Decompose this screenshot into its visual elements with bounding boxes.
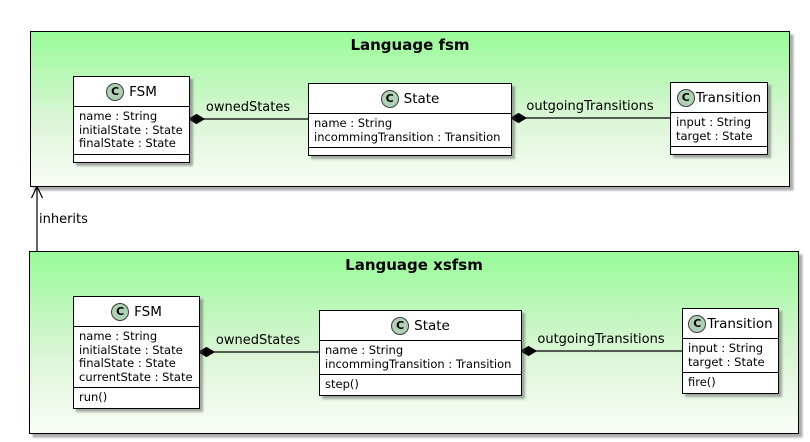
attribute: name : String <box>79 109 158 123</box>
package-title-xsfsm: Language xsfsm <box>345 256 483 274</box>
attribute: initialState : State <box>79 122 183 137</box>
operations-compartment: step() <box>320 374 521 395</box>
attributes-compartment: input : String target : State <box>683 338 778 372</box>
attribute: finalState : State <box>79 136 176 150</box>
class-spot-icon: C <box>391 316 410 335</box>
operations-compartment <box>74 153 189 162</box>
operations-compartment <box>309 147 511 155</box>
class-name: State <box>403 90 440 107</box>
class-state-top: C State name : String incommingTransitio… <box>308 83 512 156</box>
class-name: Transition <box>695 89 762 106</box>
class-name: Transition <box>707 315 773 332</box>
class-header: C State <box>309 84 511 113</box>
attribute: incommingTransition : Transition <box>314 129 501 144</box>
attribute: input : String <box>688 341 764 355</box>
edge-label-ownedstates-bottom: ownedStates <box>215 333 301 348</box>
operations-compartment <box>671 146 767 154</box>
class-state-bottom: C State name : String incommingTransitio… <box>319 310 522 396</box>
class-header: C FSM <box>74 77 189 106</box>
attribute: target : State <box>676 128 753 143</box>
class-spot-icon: C <box>106 82 125 101</box>
class-name: FSM <box>129 83 157 100</box>
class-header: C Transition <box>671 83 767 112</box>
edge-label-inherits: inherits <box>39 212 88 227</box>
attribute: incommingTransition : Transition <box>325 356 512 371</box>
attributes-compartment: name : String incommingTransition : Tran… <box>320 340 521 374</box>
class-header: C Transition <box>683 309 778 338</box>
attributes-compartment: name : String initialState : State final… <box>74 326 199 387</box>
attribute: initialState : State <box>79 342 183 357</box>
class-name: FSM <box>134 303 162 320</box>
operation: step() <box>325 377 359 391</box>
class-transition-bottom: C Transition input : String target : Sta… <box>682 308 779 394</box>
attribute: name : String <box>79 329 158 343</box>
attribute: currentState : State <box>79 369 193 384</box>
class-spot-icon: C <box>380 89 399 108</box>
operation: run() <box>79 390 108 404</box>
class-header: C State <box>320 311 521 340</box>
class-header: C FSM <box>74 297 199 326</box>
class-name: State <box>414 317 450 334</box>
attribute: finalState : State <box>79 356 176 370</box>
attribute: name : String <box>314 116 393 130</box>
edge-label-ownedstates-top: ownedStates <box>205 100 291 115</box>
operations-compartment: run() <box>74 387 199 408</box>
class-spot-icon: C <box>676 88 695 107</box>
edge-label-outgoingtransitions-bottom: outgoingTransitions <box>537 332 665 347</box>
class-fsm-top: C FSM name : String initialState : State… <box>73 76 190 163</box>
operation: fire() <box>688 375 716 389</box>
attribute: input : String <box>676 115 752 129</box>
attribute: name : String <box>325 343 404 357</box>
operations-compartment: fire() <box>683 372 778 393</box>
attributes-compartment: name : String incommingTransition : Tran… <box>309 113 511 147</box>
class-fsm-bottom: C FSM name : String initialState : State… <box>73 296 200 409</box>
package-title-fsm: Language fsm <box>350 36 470 54</box>
class-transition-top: C Transition input : String target : Sta… <box>670 82 768 155</box>
attributes-compartment: input : String target : State <box>671 112 767 146</box>
class-spot-icon: C <box>111 302 130 321</box>
class-spot-icon: C <box>688 314 707 333</box>
attributes-compartment: name : String initialState : State final… <box>74 106 189 154</box>
edge-label-outgoingtransitions-top: outgoingTransitions <box>526 99 654 114</box>
attribute: target : State <box>688 354 765 369</box>
